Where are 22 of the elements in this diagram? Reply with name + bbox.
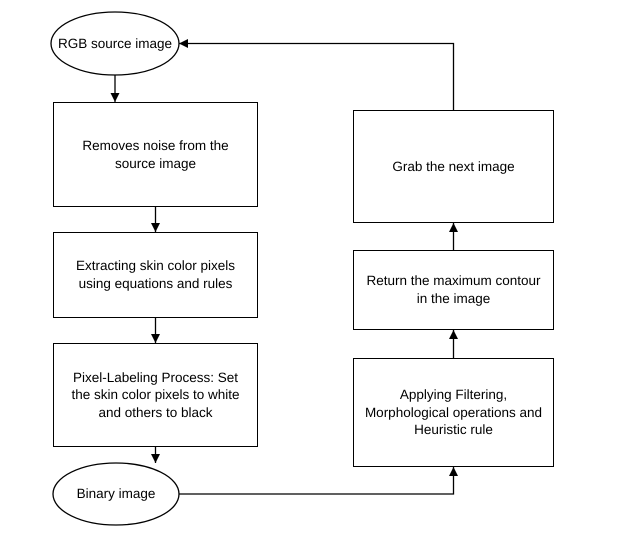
node-text: Return the maximum contour in the image bbox=[365, 272, 542, 308]
node-text: Binary image bbox=[76, 485, 156, 503]
node-text: Pixel-Labeling Process: Set the skin color pixels to white and others to black bbox=[70, 368, 241, 422]
node-text: Applying Filtering, Morphological operations and Heuristic rule bbox=[364, 386, 544, 439]
arrow bbox=[151, 318, 160, 343]
process-box bbox=[353, 358, 554, 467]
node-text: Extracting skin color pixels using equations and rules bbox=[74, 257, 236, 293]
process-box bbox=[353, 250, 554, 330]
node-text: RGB source image bbox=[58, 34, 172, 52]
arrow bbox=[179, 467, 458, 495]
arrow bbox=[151, 447, 160, 463]
arrow bbox=[449, 223, 458, 250]
arrow bbox=[179, 39, 454, 110]
arrow bbox=[110, 75, 120, 102]
process-box bbox=[353, 110, 554, 223]
node-text: Removes noise from the source image bbox=[81, 136, 230, 172]
process-box bbox=[53, 343, 258, 447]
process-box bbox=[53, 232, 258, 318]
node-text: Grab the next image bbox=[392, 158, 515, 176]
arrow bbox=[151, 207, 160, 232]
arrow bbox=[449, 330, 458, 358]
process-box bbox=[53, 102, 258, 207]
